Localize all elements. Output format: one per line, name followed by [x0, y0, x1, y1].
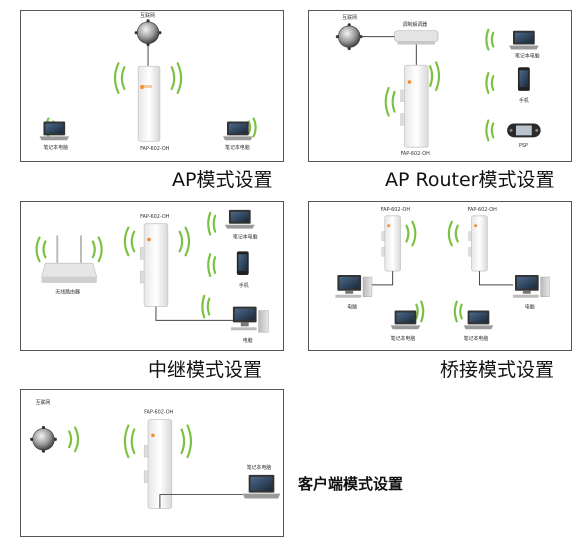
laptop-label: 笔记本电脑 — [247, 464, 272, 471]
wifi-icon — [35, 211, 217, 319]
desktop-pc-icon — [335, 275, 373, 298]
laptop-icon — [390, 310, 421, 330]
bridge-mode-caption: 桥接模式设置 — [440, 359, 555, 381]
pc-label: 电脑 — [347, 304, 357, 311]
ap-mode-caption: AP模式设置 — [172, 169, 273, 191]
device-model-label: FAP-602-OH — [140, 146, 170, 152]
laptop-icon — [463, 310, 494, 330]
modem-device — [394, 30, 439, 45]
pc-label: 电脑 — [243, 337, 253, 344]
internet-label: 互联网 — [342, 14, 357, 21]
ap-router-mode-panel: 互联网 调制解调器 FAP-602-OH 笔记本电脑 — [308, 10, 572, 162]
internet-label: 互联网 — [140, 12, 155, 19]
phone-icon — [517, 67, 530, 91]
device-model-label: FAP-602-OH — [140, 214, 170, 220]
desktop-pc-icon — [230, 306, 269, 333]
modem-label: 调制解调器 — [403, 21, 428, 28]
wifi-icon — [68, 424, 193, 459]
laptop-icon — [242, 474, 281, 499]
wifi-icon — [405, 220, 463, 323]
access-point-device — [143, 419, 173, 509]
phone-icon — [236, 251, 249, 276]
phone-label: 手机 — [519, 97, 529, 104]
phone-label: 手机 — [239, 282, 249, 289]
laptop-icon — [509, 30, 539, 50]
device-model-label: FAP-602-OH — [381, 207, 411, 213]
laptop-label: 笔记本电脑 — [225, 144, 250, 151]
device-model-label: FAP-602-OH — [144, 410, 174, 416]
globe-icon — [30, 425, 57, 453]
psp-label: PSP — [519, 143, 528, 149]
globe-icon — [335, 23, 363, 51]
repeater-mode-caption: 中继模式设置 — [148, 359, 263, 381]
access-point-device — [139, 223, 169, 307]
wifi-icon — [384, 28, 495, 142]
router-device — [41, 235, 98, 283]
access-point-device — [137, 65, 161, 142]
laptop-label: 笔记本电脑 — [515, 52, 540, 59]
globe-icon — [134, 19, 162, 71]
access-point-device — [400, 64, 429, 148]
client-mode-panel: 互联网 FAP-602-OH 笔记本电脑 — [20, 389, 284, 537]
laptop-label: 笔记本电脑 — [233, 234, 258, 241]
device-model-label: FAP-602-OH — [468, 207, 498, 213]
ap-router-mode-caption: AP Router模式设置 — [385, 169, 555, 191]
access-point-device — [468, 215, 488, 272]
bridge-mode-panel: FAP-602-OH FAP-602-OH 电脑 电脑 — [308, 201, 572, 351]
client-mode-caption: 客户端模式设置 — [298, 475, 404, 493]
ap-mode-panel: 互联网 FAP-602-OH 笔记本电脑 笔记本电脑 — [20, 10, 284, 162]
laptop-label: 笔记本电脑 — [391, 335, 416, 342]
laptop-icon — [225, 209, 255, 229]
access-point-device — [381, 215, 401, 272]
internet-label: 互联网 — [36, 399, 51, 406]
laptop-label: 笔记本电脑 — [464, 335, 489, 342]
psp-icon — [507, 123, 541, 138]
pc-label: 电脑 — [525, 304, 535, 311]
desktop-pc-icon — [513, 275, 550, 298]
laptop-label: 笔记本电脑 — [43, 144, 68, 151]
repeater-mode-panel: 无线路由器 FAP-602-OH 笔记本电脑 手机 电脑 — [20, 201, 284, 351]
laptop-icon — [39, 121, 70, 141]
device-model-label: FAP-602-OH — [401, 151, 431, 157]
router-label: 无线路由器 — [55, 289, 80, 296]
laptop-icon — [223, 121, 253, 141]
